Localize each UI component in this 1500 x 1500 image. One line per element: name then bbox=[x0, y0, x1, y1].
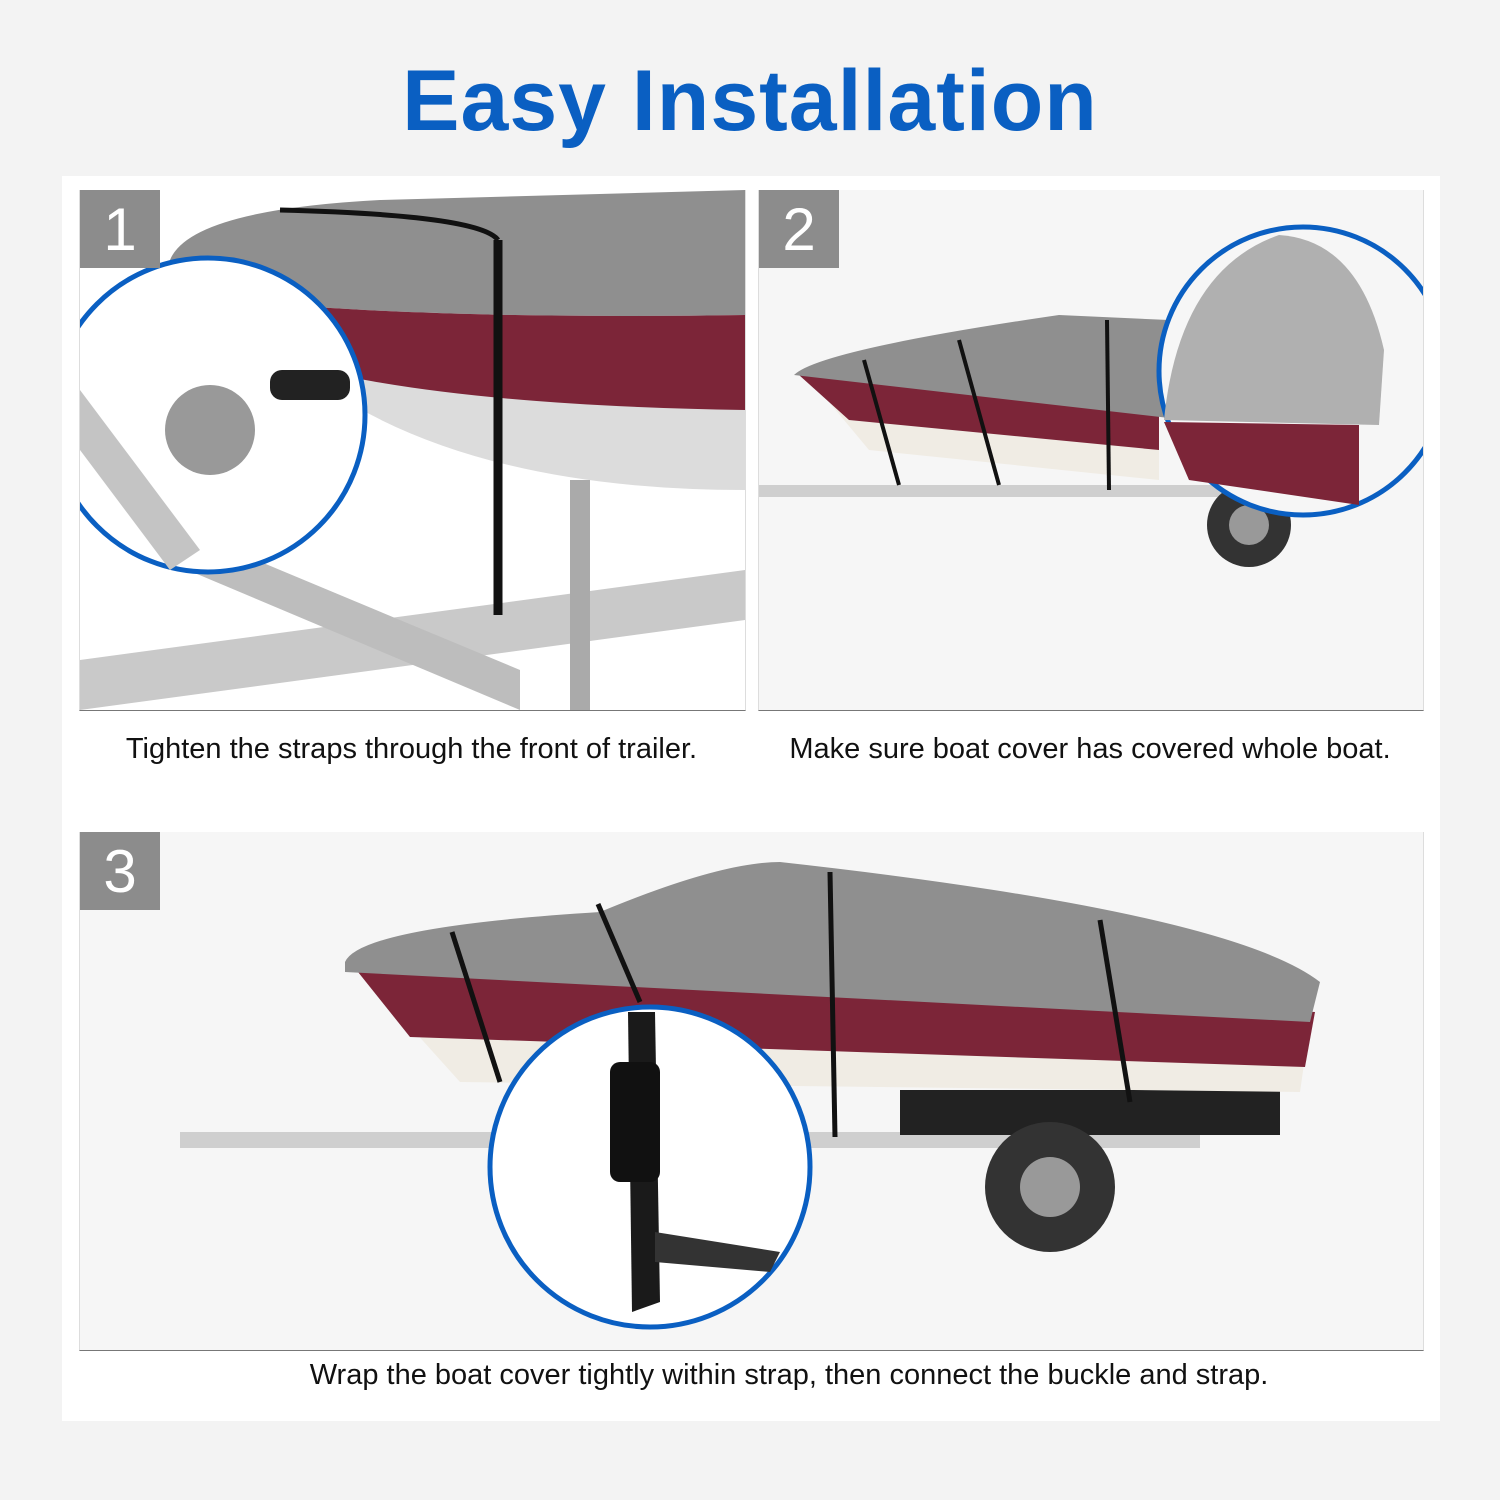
step-1-badge: 1 bbox=[80, 190, 160, 268]
step-1-image: 1 bbox=[79, 190, 746, 711]
step-3-illustration bbox=[180, 862, 1320, 1330]
page-title: Easy Installation bbox=[402, 53, 1098, 149]
step-1-illustration bbox=[80, 190, 745, 710]
step-2-image: 2 bbox=[758, 190, 1424, 711]
step-3-caption: Wrap the boat cover tightly within strap… bbox=[309, 1359, 1269, 1391]
step-3-image: 3 bbox=[79, 832, 1424, 1351]
step-2-caption: Make sure boat cover has covered whole b… bbox=[789, 733, 1391, 765]
step-2-illustration bbox=[759, 224, 1423, 567]
step-3-badge: 3 bbox=[80, 832, 160, 910]
step-1-caption: Tighten the straps through the front of … bbox=[125, 733, 698, 765]
step-2-badge: 2 bbox=[759, 190, 839, 268]
